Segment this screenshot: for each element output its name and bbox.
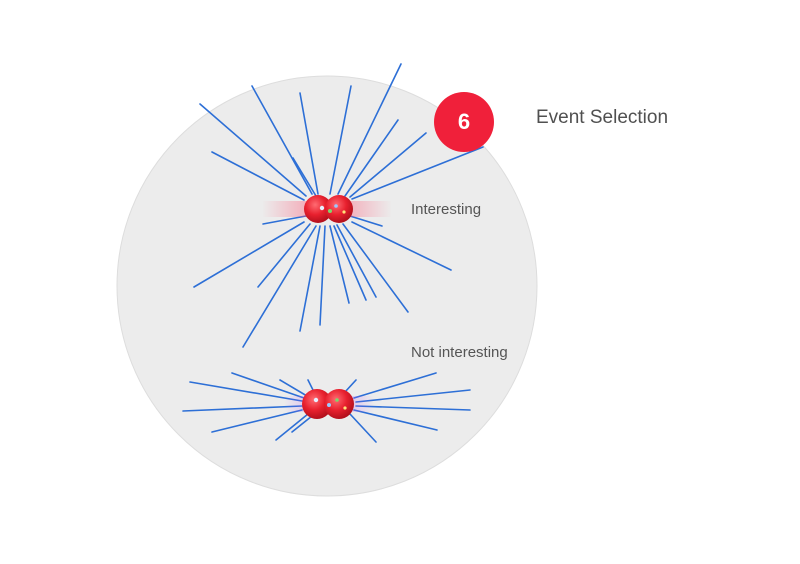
particle-track xyxy=(182,405,303,412)
particle-track xyxy=(292,157,317,197)
particle-track xyxy=(353,372,437,399)
particle-track xyxy=(291,415,313,433)
particle-track xyxy=(299,92,319,195)
nucleus-right xyxy=(324,389,354,419)
particle-track xyxy=(336,224,377,298)
particle-track xyxy=(199,103,307,197)
particle-track xyxy=(251,85,313,195)
nucleus-right xyxy=(325,195,353,223)
interesting-collision xyxy=(262,195,392,223)
particle-track xyxy=(351,221,452,271)
particle-track xyxy=(279,379,308,397)
particle-track xyxy=(329,225,350,304)
particle-track xyxy=(349,132,427,198)
quark-dot xyxy=(335,398,339,402)
particle-track xyxy=(355,389,471,403)
not-interesting-event-label: Not interesting xyxy=(411,344,508,361)
particle-track xyxy=(189,381,303,402)
quark-dot xyxy=(334,204,338,208)
particle-track xyxy=(344,119,399,197)
quark-dot xyxy=(327,403,331,407)
particle-track xyxy=(193,221,305,288)
particle-track xyxy=(211,151,305,201)
step-number-badge: 6 xyxy=(434,92,494,152)
particle-track xyxy=(262,215,307,225)
particle-track xyxy=(211,409,303,433)
quark-dot xyxy=(319,205,325,211)
nucleus-left xyxy=(302,389,332,419)
quark-dot xyxy=(342,210,346,214)
particle-track xyxy=(337,63,402,195)
quark-dot xyxy=(343,406,347,410)
particle-track xyxy=(231,372,305,399)
particle-track xyxy=(349,215,383,227)
step-number: 6 xyxy=(457,109,471,134)
interesting-event-tracks xyxy=(193,63,484,348)
collision-region-circle xyxy=(116,75,538,497)
not-interesting-collision xyxy=(284,389,374,419)
particle-track xyxy=(329,85,352,195)
particle-track xyxy=(275,413,309,441)
particle-track xyxy=(257,223,311,288)
particle-track xyxy=(333,225,367,301)
particle-track xyxy=(242,225,317,348)
interesting-event-label: Interesting xyxy=(411,201,482,218)
particle-track xyxy=(349,413,377,443)
particle-track xyxy=(342,223,409,313)
quark-dot xyxy=(328,209,332,213)
not-interesting-event-tracks xyxy=(182,372,471,443)
particle-track xyxy=(351,146,484,200)
diagram-title: Event Selection xyxy=(536,107,669,128)
particle-track xyxy=(344,379,357,393)
particle-track xyxy=(353,409,438,431)
particle-track xyxy=(299,225,321,332)
particle-track xyxy=(319,225,326,326)
nucleus-left xyxy=(304,195,332,223)
particle-track xyxy=(355,405,471,411)
quark-dot xyxy=(313,397,319,403)
